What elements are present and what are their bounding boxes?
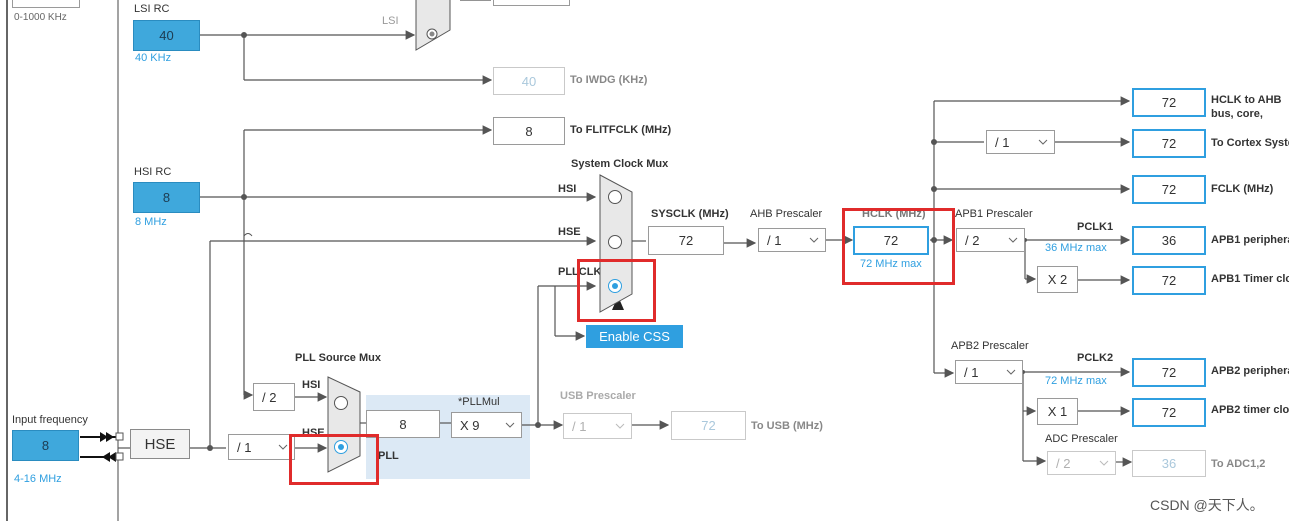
ahb-prescaler-label: AHB Prescaler <box>750 208 823 220</box>
hsi-value[interactable]: 8 <box>133 182 200 213</box>
apb2-prescaler-label: APB2 Prescaler <box>951 340 1029 352</box>
apb2-timer-multiplier: X 1 <box>1037 398 1078 425</box>
sysclk-label: SYSCLK (MHz) <box>651 208 729 220</box>
chevron-down-icon <box>1008 237 1018 243</box>
apb1-prescaler-value: / 2 <box>965 232 980 248</box>
highlight-hclk <box>842 208 955 285</box>
hclk-max: 72 MHz max <box>860 258 922 270</box>
highlight-pllclk-select <box>577 259 656 322</box>
cortex-divider-select[interactable]: / 1 <box>986 130 1055 154</box>
cortex-divider-value: / 1 <box>995 134 1010 150</box>
hclk-label: HCLK (MHz) <box>862 208 926 220</box>
sysmux-hse-label: HSE <box>558 226 581 238</box>
pll-hse-divider-select[interactable]: / 1 <box>228 434 295 460</box>
ahb-prescaler-select[interactable]: / 1 <box>758 228 826 252</box>
system-clock-mux-title: System Clock Mux <box>571 158 669 170</box>
usb-label: To USB (MHz) <box>751 420 823 432</box>
apb2-prescaler-select[interactable]: / 1 <box>955 360 1023 384</box>
top-source-box <box>12 0 80 8</box>
pll-multiplier-select[interactable]: X 9 <box>451 412 522 438</box>
watermark: CSDN @天下人。 <box>1150 497 1264 513</box>
apb1-prescaler-label: APB1 Prescaler <box>955 208 1033 220</box>
chevron-down-icon <box>505 422 515 428</box>
top-range-label: 0-1000 KHz <box>14 12 67 23</box>
apb1-timer-multiplier: X 2 <box>1037 266 1078 293</box>
adc-value: 36 <box>1132 450 1206 477</box>
apb2-max: 72 MHz max <box>1045 375 1107 387</box>
apb1-timer-label: APB1 Timer clocks (MHz) <box>1211 273 1289 285</box>
sysmux-hsi-radio[interactable] <box>608 190 622 204</box>
ahb-prescaler-value: / 1 <box>767 232 782 248</box>
enable-css-button[interactable]: Enable CSS <box>586 325 683 348</box>
apb2-periph-value: 72 <box>1132 358 1206 387</box>
usb-prescaler-select[interactable]: / 1 <box>563 413 632 439</box>
hse-block: HSE <box>130 429 190 459</box>
adc-prescaler-label: ADC Prescaler <box>1045 433 1118 445</box>
iwdg-value: 40 <box>493 67 565 95</box>
pll-hsi-divider-value: / 2 <box>262 389 277 405</box>
sysclk-value: 72 <box>648 226 724 255</box>
pll-hse-divider-value: / 1 <box>237 439 252 455</box>
chevron-down-icon <box>615 423 625 429</box>
adc-prescaler-value: / 2 <box>1056 455 1071 471</box>
pll-multiplier-value: X 9 <box>460 417 480 433</box>
hclk-ahb-value: 72 <box>1132 88 1206 117</box>
chevron-down-icon <box>1006 369 1016 375</box>
hsi-label: HSI RC <box>134 166 172 178</box>
usb-prescaler-label: USB Prescaler <box>560 390 636 402</box>
cortex-label: To Cortex System timer (MHz) <box>1211 137 1289 149</box>
lsi-unit: 40 KHz <box>135 52 172 64</box>
highlight-pll-hse-select <box>289 434 379 485</box>
chevron-down-icon <box>1038 139 1048 145</box>
fclk-label: FCLK (MHz) <box>1211 183 1274 195</box>
chevron-down-icon <box>1099 460 1109 466</box>
fclk-value: 72 <box>1132 175 1206 204</box>
pll-source-mux-title: PLL Source Mux <box>295 352 381 364</box>
hclk-ahb-label: HCLK to AHB bus, core, memory and DMA (M… <box>1211 94 1282 119</box>
cortex-value: 72 <box>1132 129 1206 158</box>
apb1-prescaler-select[interactable]: / 2 <box>956 228 1025 252</box>
apb1-periph-value: 36 <box>1132 226 1206 255</box>
adc-prescaler-select[interactable]: / 2 <box>1047 451 1116 475</box>
apb2-prescaler-value: / 1 <box>964 364 979 380</box>
pll-output-label: PLL <box>378 450 399 462</box>
lsi-label: LSI RC <box>134 3 170 15</box>
chevron-down-icon <box>809 237 819 243</box>
sysmux-pllclk-radio[interactable] <box>608 279 622 293</box>
pll-mux-hsi-label: HSI <box>302 379 321 391</box>
apb1-max: 36 MHz max <box>1045 242 1107 254</box>
adc-label: To ADC1,2 <box>1211 458 1266 470</box>
hclk-input[interactable]: 72 <box>853 226 929 255</box>
top-right-stub-box <box>493 0 570 6</box>
apb1-timer-value: 72 <box>1132 266 1206 295</box>
flitf-label: To FLITFCLK (MHz) <box>570 124 672 136</box>
apb2-timer-label: APB2 timer clocks (MHz) <box>1211 404 1289 416</box>
apb2-periph-label: APB2 peripheral clocks (MHz) <box>1211 365 1289 377</box>
iwdg-label: To IWDG (KHz) <box>570 74 648 86</box>
sysmux-hse-radio[interactable] <box>608 235 622 249</box>
pll-mux-hse-radio[interactable] <box>334 440 348 454</box>
chevron-down-icon <box>278 444 288 450</box>
input-frequency-value[interactable]: 8 <box>12 430 79 461</box>
rtc-mux <box>415 0 451 51</box>
pclk1-label: PCLK1 <box>1077 221 1114 233</box>
lsi-mux-input-label: LSI <box>382 15 399 27</box>
sysmux-hsi-label: HSI <box>558 183 577 195</box>
flitf-value: 8 <box>493 117 565 145</box>
hsi-unit: 8 MHz <box>135 216 167 228</box>
lsi-value[interactable]: 40 <box>133 20 200 51</box>
apb1-periph-label: APB1 peripheral clocks (MHz) <box>1211 234 1289 246</box>
usb-value: 72 <box>671 411 746 440</box>
usb-prescaler-value: / 1 <box>572 418 587 434</box>
pclk2-label: PCLK2 <box>1077 352 1114 364</box>
input-frequency-label: Input frequency <box>12 414 88 426</box>
pll-input-value: 8 <box>366 410 440 438</box>
input-frequency-range: 4-16 MHz <box>14 473 62 485</box>
pll-mux-hsi-radio[interactable] <box>334 396 348 410</box>
pll-mul-label: *PLLMul <box>458 396 500 408</box>
apb2-timer-value: 72 <box>1132 398 1206 427</box>
pll-hsi-divider: / 2 <box>253 383 295 411</box>
